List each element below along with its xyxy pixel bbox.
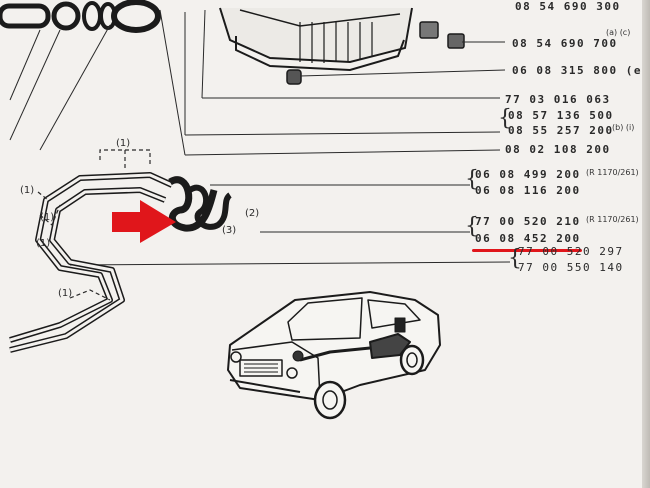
part-number-row1: 08 54 690 700 — [512, 37, 618, 50]
note-row1: (a) (c) — [606, 28, 631, 37]
part-number-row10: 06 08 452 200 — [475, 232, 581, 245]
callout-1e: (1) — [40, 212, 55, 223]
brace-row78: { — [465, 167, 479, 192]
part-number-top-cut: 08 54 690 300 — [515, 0, 621, 13]
callout-1c: (1) — [36, 238, 51, 249]
leader-lines — [9, 9, 511, 266]
callout-2: (2) — [245, 208, 260, 219]
part-number-row6: 08 02 108 200 — [505, 143, 611, 156]
brace-row910: { — [465, 214, 479, 239]
sedan-car-illustration-icon — [227, 291, 441, 420]
callout-1d: (1) — [58, 288, 73, 299]
part-number-row2: 06 08 315 800 (e) — [512, 64, 650, 77]
red-pointer-arrow-icon — [112, 200, 176, 243]
callout-1a: (1) — [116, 138, 131, 149]
callout-3: (3) — [222, 225, 237, 236]
brace-row45: { — [498, 106, 512, 131]
note-row7: (R 1170/261) — [586, 168, 639, 177]
part-number-row5: 08 55 257 200 — [508, 124, 614, 137]
red-highlight-underline — [472, 249, 582, 252]
fuel-tank-illustration — [219, 7, 413, 72]
part-number-row4: 08 57 136 500 — [508, 109, 614, 122]
part-number-row3: 77 03 016 063 — [505, 93, 611, 106]
part-number-row9: 77 00 520 210 — [475, 215, 581, 228]
part-number-row7: 06 08 499 200 — [475, 168, 581, 181]
note-row9: (R 1170/261) — [586, 215, 639, 224]
part-number-row11: 77 00 520 297 — [518, 245, 624, 258]
hose-clamp-rings — [0, 0, 161, 33]
part-number-row12: 77 00 550 140 — [518, 261, 624, 274]
brace-row1112: { — [508, 246, 522, 271]
note-row45: (b) (i) — [612, 123, 635, 132]
callout-1b: (1) — [20, 185, 35, 196]
clip-parts — [286, 21, 465, 85]
fuel-pipe-assembly — [9, 172, 233, 353]
callout-dashed-lines — [37, 149, 151, 301]
part-number-row8: 06 08 116 200 — [475, 184, 581, 197]
page-edge — [642, 0, 650, 488]
